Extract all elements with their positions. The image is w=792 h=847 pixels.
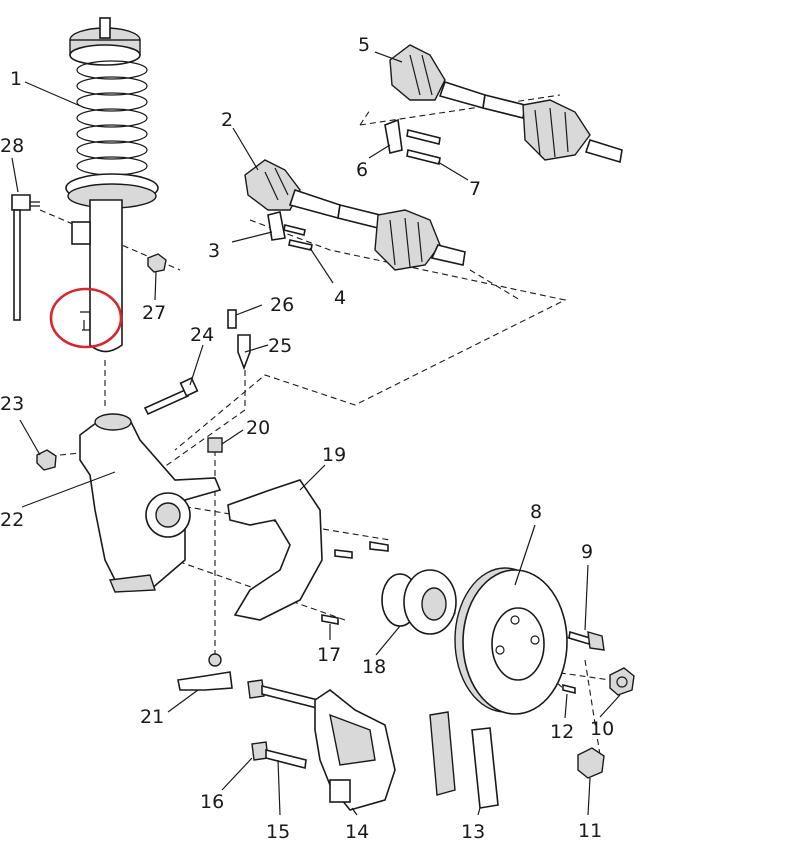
wheel-hub [381, 569, 457, 635]
drive-shaft-upper [389, 44, 623, 164]
label-27: 27 [142, 302, 166, 324]
drive-shaft-lower [244, 159, 466, 271]
brake-disc [454, 567, 568, 715]
spring-strut-assembly [65, 17, 159, 353]
label-15: 15 [266, 821, 290, 843]
wheel-bolt [568, 630, 605, 651]
strut-nut [147, 253, 167, 273]
label-2: 2 [221, 109, 233, 131]
steering-knuckle [79, 413, 222, 593]
label-22: 22 [0, 509, 24, 531]
brake-pads [429, 711, 499, 809]
hub-nut [609, 667, 635, 696]
label-28: 28 [0, 135, 24, 157]
upper-plate-and-bolts [384, 118, 441, 165]
label-13: 13 [461, 821, 485, 843]
label-11: 11 [578, 820, 602, 842]
label-3: 3 [208, 240, 220, 262]
stabiliser-link [11, 194, 40, 321]
assembly-dashed-lines [39, 94, 611, 756]
caliper-guide-bolts [247, 679, 319, 770]
brake-caliper [314, 689, 396, 811]
label-21: 21 [140, 706, 164, 728]
label-1: 1 [10, 68, 22, 90]
collar-nut [577, 747, 605, 779]
label-19: 19 [322, 444, 346, 466]
label-12: 12 [550, 721, 574, 743]
label-5: 5 [358, 34, 370, 56]
abs-sensor [227, 309, 251, 371]
highlight-circle [49, 287, 123, 349]
label-20: 20 [246, 417, 270, 439]
pinch-bolt [143, 377, 199, 416]
label-24: 24 [190, 324, 214, 346]
splash-shield [227, 479, 323, 621]
label-6: 6 [356, 159, 368, 181]
label-26: 26 [270, 294, 294, 316]
label-4: 4 [334, 287, 346, 309]
leader-lines [11, 51, 621, 816]
label-25: 25 [268, 335, 292, 357]
label-14: 14 [345, 821, 369, 843]
label-18: 18 [362, 656, 386, 678]
part-labels: 1 2 3 4 5 6 7 8 9 10 11 12 13 14 15 16 1… [0, 34, 614, 843]
label-7: 7 [469, 178, 481, 200]
shaft-plate-and-bolts [267, 211, 313, 251]
balljoint-nut [207, 437, 223, 453]
disc-screw [562, 683, 576, 695]
label-9: 9 [581, 541, 593, 563]
knuckle-nut [36, 449, 57, 471]
label-16: 16 [200, 791, 224, 813]
label-23: 23 [0, 393, 24, 415]
label-8: 8 [530, 501, 542, 523]
label-17: 17 [317, 644, 341, 666]
tie-rod-end [177, 653, 233, 691]
shield-screws [321, 541, 389, 625]
label-10: 10 [590, 718, 614, 740]
